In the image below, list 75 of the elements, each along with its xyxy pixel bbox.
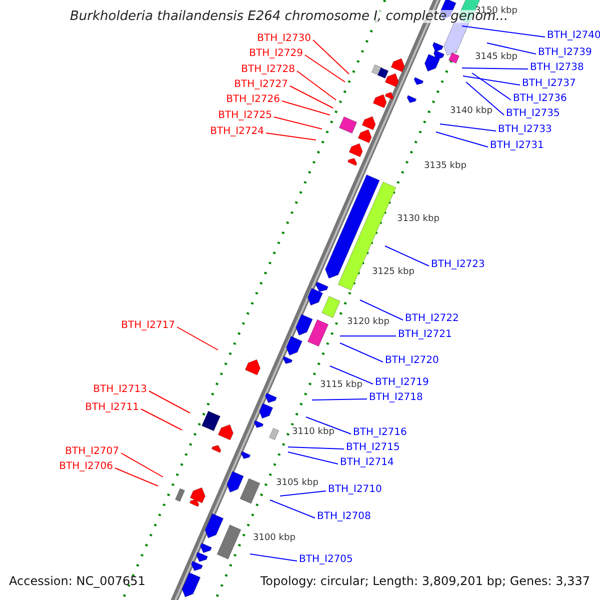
leader-line: [472, 72, 512, 100]
gene-label: BTH_I2716: [353, 428, 407, 438]
gene-label: BTH_I2731: [490, 141, 544, 151]
scale-label: 3100 kbp: [253, 534, 296, 543]
gene-label: BTH_I2733: [498, 125, 552, 135]
gene-label: BTH_I2710: [328, 485, 382, 495]
leader-line: [288, 452, 338, 464]
scale-label: 3140 kbp: [450, 107, 492, 116]
leader-line: [280, 490, 326, 496]
gene-label: BTH_I2728: [241, 65, 295, 75]
leader-line: [120, 452, 164, 478]
leader-line: [290, 86, 334, 108]
scale-label: 3120 kbp: [347, 318, 390, 327]
gene-label: BTH_I2721: [398, 330, 452, 340]
gene-label: BTH_I2720: [385, 356, 439, 366]
leader-line: [384, 246, 430, 266]
gene-label: BTH_I2730: [257, 34, 311, 44]
leader-line: [140, 408, 182, 430]
leader-line: [266, 132, 316, 140]
leader-line: [288, 446, 344, 450]
leader-line: [360, 300, 404, 320]
leader-line: [466, 82, 504, 116]
scale-label: 3115 kbp: [320, 381, 362, 390]
leader-line: [462, 68, 528, 70]
leader-line: [176, 326, 218, 350]
gene-label: BTH_I2706: [59, 462, 113, 472]
scale-label: 3145 kbp: [475, 53, 518, 62]
gene-label: BTH_I2719: [375, 378, 429, 388]
scale-label: 3125 kbp: [372, 268, 414, 277]
gene-label: BTH_I2736: [513, 94, 567, 104]
gene-label: BTH_I2711: [85, 403, 139, 413]
gene-label: BTH_I2715: [346, 443, 400, 453]
leader-line: [340, 342, 384, 362]
gene-label: BTH_I2727: [234, 80, 288, 90]
leader-line: [282, 100, 330, 116]
gene-label: BTH_I2722: [405, 314, 459, 324]
gene-label: BTH_I2708: [317, 512, 371, 522]
scale-label: 3105 kbp: [276, 479, 318, 488]
scale-label: 3135 kbp: [424, 162, 466, 171]
leader-line: [312, 398, 368, 400]
leader-line: [436, 132, 488, 148]
leader-line: [114, 468, 158, 486]
gene-label: BTH_I2714: [340, 458, 394, 468]
footer-text: Accession: NC_007651: [9, 575, 146, 587]
leader-line: [306, 416, 352, 434]
gene-label: BTH_I2718: [369, 393, 423, 403]
gene-label: BTH_I2738: [530, 63, 584, 73]
gene-label: BTH_I2740: [547, 31, 600, 41]
gene-label: BTH_I2735: [506, 109, 560, 119]
gene-label: BTH_I2705: [299, 555, 353, 565]
gene-label: BTH_I2729: [249, 49, 303, 59]
leader-line: [462, 26, 546, 38]
gene-label: BTH_I2723: [431, 260, 485, 270]
leader-line: [250, 554, 298, 562]
leader-line: [148, 390, 190, 414]
gene-label: BTH_I2739: [538, 48, 592, 58]
scale-label: 3130 kbp: [397, 215, 440, 224]
gene-label: BTH_I2737: [522, 79, 576, 89]
scale-label: 3110 kbp: [292, 428, 334, 437]
gene-label: BTH_I2707: [65, 447, 119, 457]
gene-label: BTH_I2717: [121, 321, 175, 331]
leader-line: [304, 54, 346, 82]
leader-line: [296, 70, 336, 100]
leader-line: [270, 500, 316, 518]
leader-line: [462, 76, 520, 86]
gene-label: BTH_I2724: [210, 127, 264, 137]
leader-line: [274, 116, 322, 130]
gene-label: BTH_I2725: [218, 111, 272, 121]
gene-label: BTH_I2713: [93, 385, 147, 395]
leader-line: [440, 124, 496, 132]
leader-line: [330, 366, 374, 384]
leader-line: [486, 42, 536, 54]
footer-text: Topology: circular; Length: 3,809,201 bp; Genes: 3,337: [260, 575, 590, 587]
gene-label: BTH_I2726: [226, 95, 280, 105]
leader-line: [312, 40, 350, 74]
